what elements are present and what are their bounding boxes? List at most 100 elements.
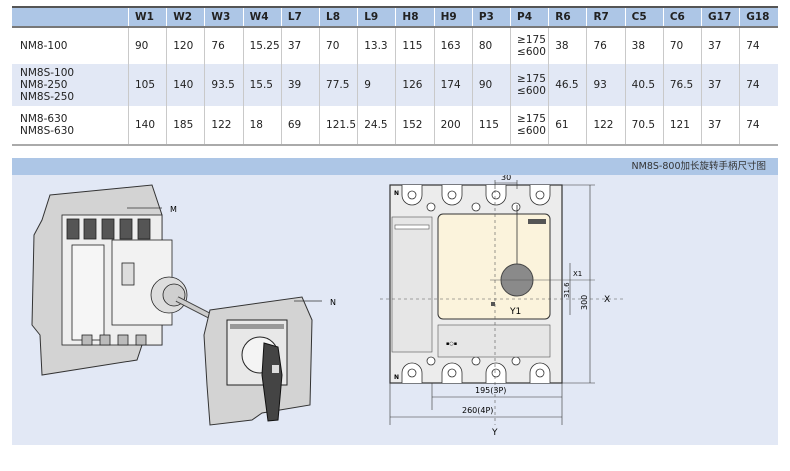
- value-cell: 115: [471, 106, 511, 145]
- value-cell: 76.5: [662, 64, 702, 106]
- model-name: NM8S-250: [20, 91, 75, 103]
- label-x1: X1: [573, 270, 582, 278]
- model-cell: NM8-100: [12, 27, 129, 64]
- value-cell: 185: [166, 106, 205, 145]
- value-cell: 74: [739, 64, 778, 106]
- value-cell: 70: [319, 27, 358, 64]
- header-h8: H8: [395, 6, 435, 28]
- value-cell: 37: [280, 27, 320, 64]
- value-cell: 174: [433, 64, 473, 106]
- model-name: NM8S-100: [20, 67, 75, 79]
- header-p4: P4: [510, 6, 549, 28]
- header-h9: H9: [433, 6, 473, 28]
- label-n: N: [330, 298, 336, 307]
- panel-title: NM8S-800加长旋转手柄尺寸图: [12, 158, 778, 175]
- model-name: NM8-630: [20, 113, 68, 125]
- svg-text:N: N: [394, 190, 399, 197]
- value-cell: 76: [204, 27, 244, 64]
- value-cell: 80: [471, 27, 511, 64]
- header-l7: L7: [280, 6, 320, 28]
- model-name: NM8-250: [20, 79, 68, 91]
- value-cell: 152: [395, 106, 435, 145]
- header-c5: C5: [624, 6, 664, 28]
- header-g17: G17: [701, 6, 740, 28]
- p4-range: ≥175: [517, 113, 546, 125]
- value-cell: 24.5: [357, 106, 396, 145]
- value-cell: 18: [242, 106, 282, 145]
- value-cell: 140: [127, 106, 167, 145]
- header-g18: G18: [739, 6, 778, 28]
- value-cell: 122: [204, 106, 244, 145]
- value-cell: ≥175≤600: [510, 106, 549, 145]
- header-model: [12, 6, 129, 28]
- dim-30: 30: [501, 175, 511, 182]
- value-cell: 76: [586, 27, 626, 64]
- value-cell: 46.5: [548, 64, 587, 106]
- top-terminals: [401, 185, 551, 212]
- isometric-illustration: M N: [31, 184, 336, 426]
- p4-range: ≤600: [517, 125, 546, 137]
- label-y: Y: [491, 428, 498, 438]
- value-cell: 93: [586, 64, 626, 106]
- dim-300: 300: [580, 295, 589, 310]
- value-cell: 70.5: [624, 106, 664, 145]
- dim-31-6: 31.6: [563, 282, 571, 298]
- value-cell: 90: [471, 64, 511, 106]
- value-cell: 61: [548, 106, 587, 145]
- value-cell: 13.3: [357, 27, 396, 64]
- value-cell: 15.5: [242, 64, 282, 106]
- dim-260-4p: 260(4P): [462, 406, 493, 415]
- dimension-drawing: N N ▪○▪ 30 300: [380, 175, 625, 438]
- label-x: X: [604, 295, 610, 305]
- header-r6: R6: [548, 6, 587, 28]
- value-cell: 74: [739, 106, 778, 145]
- value-cell: 122: [586, 106, 626, 145]
- value-cell: 105: [127, 64, 167, 106]
- header-c6: C6: [662, 6, 702, 28]
- header-l8: L8: [319, 6, 358, 28]
- p4-range: ≤600: [517, 46, 546, 58]
- value-cell: 15.25: [242, 27, 282, 64]
- header-p3: P3: [471, 6, 511, 28]
- handle-dimension-panel: NM8S-800加长旋转手柄尺寸图: [12, 158, 778, 445]
- value-cell: 163: [433, 27, 473, 64]
- value-cell: 140: [166, 64, 205, 106]
- value-cell: ≥175≤600: [510, 27, 549, 64]
- rotary-handle: [261, 342, 283, 422]
- svg-text:N: N: [394, 374, 399, 381]
- svg-text:▪○▪: ▪○▪: [446, 341, 457, 347]
- label-m: M: [170, 205, 177, 214]
- p4-range: ≥175: [517, 73, 546, 85]
- value-cell: 37: [701, 64, 740, 106]
- header-w2: W2: [166, 6, 205, 28]
- header-w4: W4: [242, 6, 282, 28]
- value-cell: ≥175≤600: [510, 64, 549, 106]
- value-cell: 69: [280, 106, 320, 145]
- value-cell: 121: [662, 106, 702, 145]
- value-cell: 38: [624, 27, 664, 64]
- value-cell: 120: [166, 27, 205, 64]
- circuit-breaker-body: [61, 214, 188, 346]
- value-cell: 93.5: [204, 64, 244, 106]
- value-cell: 115: [395, 27, 435, 64]
- p4-range: ≤600: [517, 85, 546, 97]
- value-cell: 121.5: [319, 106, 358, 145]
- value-cell: 38: [548, 27, 587, 64]
- value-cell: 90: [127, 27, 167, 64]
- p4-range: ≥175: [517, 34, 546, 46]
- value-cell: 37: [701, 106, 740, 145]
- value-cell: 74: [739, 27, 778, 64]
- value-cell: 9: [357, 64, 396, 106]
- model-name: NM8S-630: [20, 125, 75, 137]
- label-y1: Y1: [509, 307, 521, 317]
- model-name: NM8-100: [20, 40, 68, 52]
- header-w1: W1: [127, 6, 167, 28]
- header-l9: L9: [357, 6, 396, 28]
